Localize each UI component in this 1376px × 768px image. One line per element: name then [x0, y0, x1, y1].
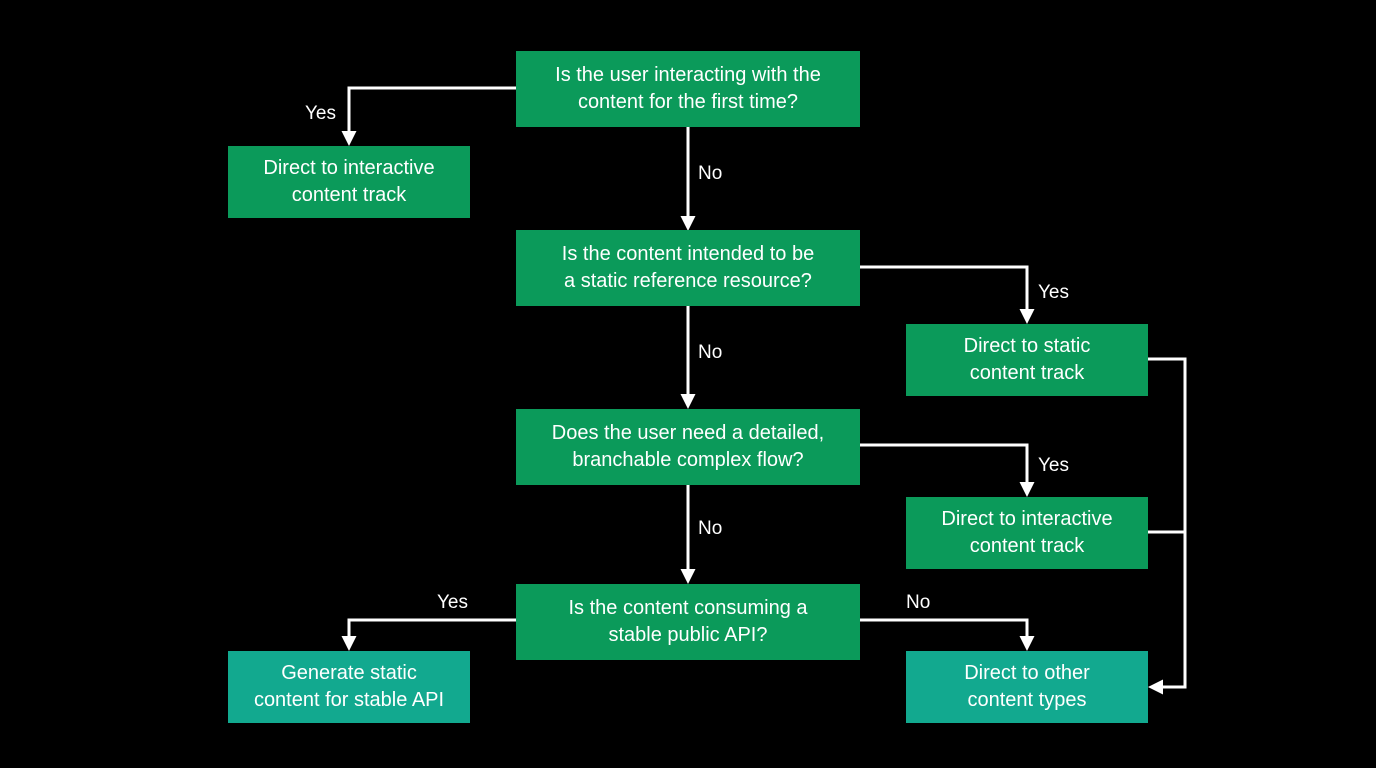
decision-stable-api-text: Is the content consuming a stable public…	[568, 597, 808, 646]
outcome-static-track-text: Direct to static content track	[963, 335, 1091, 384]
decision-first-time: Is the user interacting with the content…	[516, 51, 860, 127]
decision-complex-flow-text: Does the user need a detailed, branchabl…	[551, 422, 825, 471]
outcome-generate-static-text: Generate static content for stable API	[253, 662, 445, 711]
edge-label-q2-no: No	[698, 342, 723, 363]
decision-static-reference: Is the content intended to be a static r…	[516, 230, 860, 306]
outcome-interactive-track-2-text: Direct to interactive content track	[941, 508, 1113, 557]
decision-complex-flow: Does the user need a detailed, branchabl…	[516, 409, 860, 485]
outcome-interactive-track-2: Direct to interactive content track	[906, 497, 1148, 569]
connector-q4-no	[860, 618, 1035, 651]
outcome-other-content-types-text: Direct to other content types	[964, 662, 1090, 711]
edge-label-q4-yes: Yes	[437, 592, 468, 613]
connector-q1-yes	[341, 86, 516, 146]
connector-q2-yes	[860, 265, 1035, 324]
outcome-interactive-track-1: Direct to interactive content track	[228, 146, 470, 218]
connector-tracks-merge	[1148, 357, 1187, 695]
decision-stable-api: Is the content consuming a stable public…	[516, 584, 860, 660]
edge-label-q1-yes: Yes	[305, 103, 336, 124]
connector-q3-yes	[860, 443, 1035, 497]
decision-static-reference-text: Is the content intended to be a static r…	[561, 243, 815, 292]
edge-label-q3-yes: Yes	[1038, 455, 1069, 476]
outcome-other-content-types: Direct to other content types	[906, 651, 1148, 723]
decision-first-time-text: Is the user interacting with the content…	[555, 64, 821, 113]
connector-q4-yes	[341, 618, 516, 651]
outcome-generate-static: Generate static content for stable API	[228, 651, 470, 723]
edge-label-q2-yes: Yes	[1038, 282, 1069, 303]
outcome-interactive-track-1-text: Direct to interactive content track	[263, 157, 435, 206]
edge-label-q3-no: No	[698, 518, 723, 539]
edge-label-q4-no: No	[906, 592, 931, 613]
edge-label-q1-no: No	[698, 163, 723, 184]
outcome-static-track: Direct to static content track	[906, 324, 1148, 396]
